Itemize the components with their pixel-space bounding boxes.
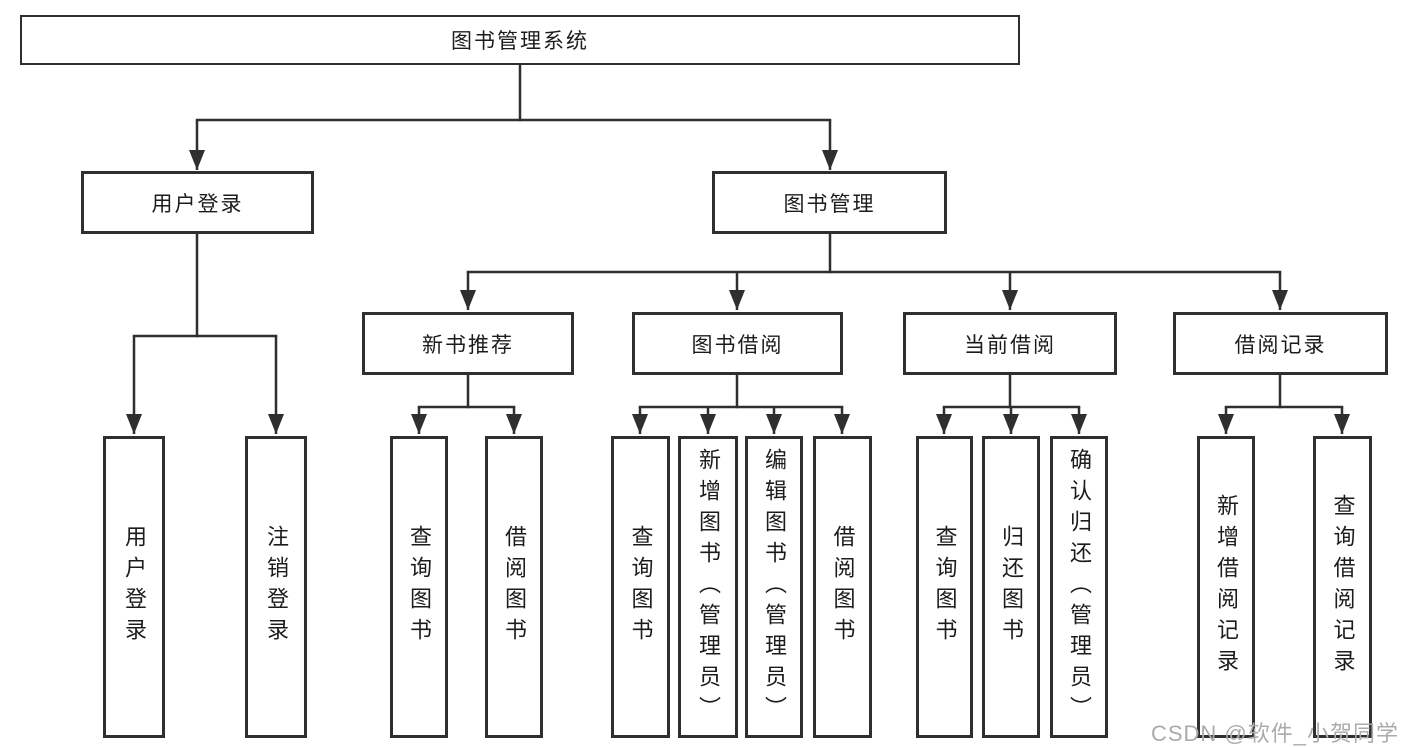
node-label: 注销登录 [264, 525, 289, 649]
node-new-book-recommendation: 新书推荐 [362, 312, 574, 375]
leaf-user-login: 用户登录 [103, 436, 165, 738]
node-label: 借阅图书 [502, 525, 527, 649]
leaf-query-borrow-record: 查询借阅记录 [1313, 436, 1372, 738]
leaf-add-books-admin: 新增图书（管理员） [678, 436, 738, 738]
node-label: 借阅图书 [830, 525, 856, 649]
node-current-borrowing: 当前借阅 [903, 312, 1117, 375]
node-label: 图书管理 [783, 192, 876, 216]
node-label: 当前借阅 [964, 333, 1056, 357]
node-label: 图书借阅 [691, 333, 784, 357]
node-label: 确认归还（管理员） [1067, 447, 1092, 727]
leaf-query-books: 查询图书 [390, 436, 448, 738]
node-label: 查询图书 [932, 525, 958, 649]
watermark: CSDN @软件_小贺同学 [1150, 721, 1399, 746]
connector-user-login-to-leaves [126, 232, 284, 434]
node-label: 归还图书 [999, 525, 1024, 649]
node-label: 查询借阅记录 [1330, 494, 1356, 680]
connector-root-to-level2 [189, 63, 838, 170]
node-label: 新书推荐 [422, 333, 514, 357]
leaf-query-books: 查询图书 [916, 436, 973, 738]
node-library-management-system: 图书管理系统 [20, 15, 1020, 65]
connector-borrow-records-to-leaves [1218, 373, 1350, 434]
node-book-management: 图书管理 [712, 171, 947, 234]
node-user-login: 用户登录 [81, 171, 314, 234]
connector-current-borrow-to-leaves [936, 373, 1087, 434]
leaf-borrow-books: 借阅图书 [485, 436, 543, 738]
node-label: 编辑图书（管理员） [762, 447, 787, 727]
node-label: 查询图书 [628, 525, 654, 649]
leaf-add-borrow-record: 新增借阅记录 [1197, 436, 1255, 738]
leaf-edit-books-admin: 编辑图书（管理员） [745, 436, 803, 738]
node-label: 用户登录 [151, 192, 244, 216]
node-label: 新增图书（管理员） [696, 447, 721, 727]
connector-new-book-to-leaves [411, 373, 522, 434]
leaf-borrow-books: 借阅图书 [813, 436, 872, 738]
node-label: 查询图书 [407, 525, 432, 649]
leaf-confirm-return-admin: 确认归还（管理员） [1050, 436, 1108, 738]
connector-book-borrow-to-leaves [632, 373, 850, 434]
node-label: 图书管理系统 [451, 30, 589, 53]
node-label: 借阅记录 [1234, 333, 1327, 357]
leaf-logout: 注销登录 [245, 436, 307, 738]
node-book-borrowing: 图书借阅 [632, 312, 843, 375]
leaf-query-books: 查询图书 [611, 436, 670, 738]
connector-book-mgmt-to-level3 [460, 232, 1288, 310]
node-borrowing-records: 借阅记录 [1173, 312, 1388, 375]
node-label: 新增借阅记录 [1214, 494, 1239, 680]
node-label: 用户登录 [122, 525, 147, 649]
leaf-return-books: 归还图书 [982, 436, 1040, 738]
